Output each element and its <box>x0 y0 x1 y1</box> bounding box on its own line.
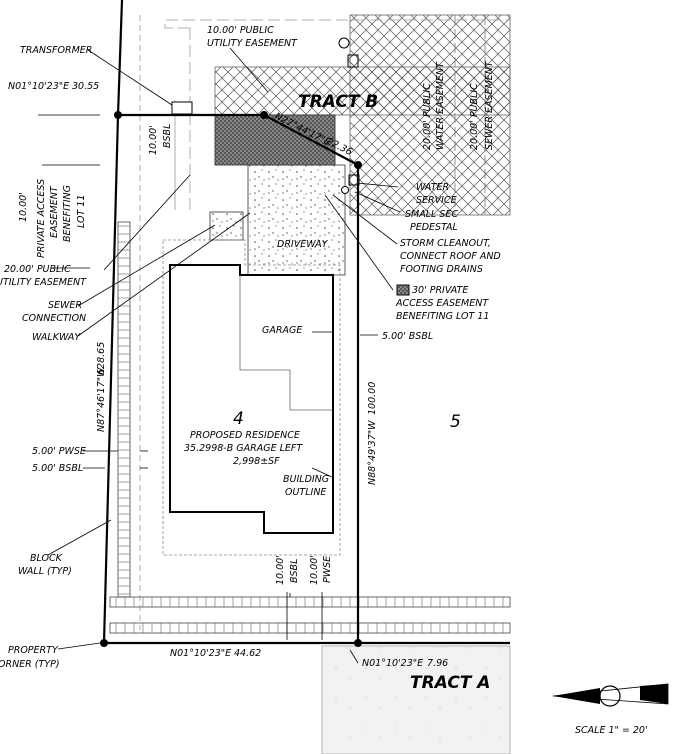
tract-b-label: TRACT B <box>298 92 378 112</box>
sewer-easement-1: 20.00' PUBLIC <box>469 83 480 150</box>
tract-b-area <box>214 14 511 216</box>
easement-10-label-2: UTILITY EASEMENT <box>207 38 298 49</box>
block-wall-1: BLOCK <box>30 553 63 564</box>
block-wall <box>109 221 511 634</box>
utility-symbols <box>100 37 410 647</box>
private-access-4: BENEFITING <box>62 185 73 242</box>
bearing-left: N87°46'17"W <box>96 367 107 432</box>
private-access-3: EASEMENT <box>49 185 60 238</box>
bottom-pwse: PWSE <box>322 556 333 583</box>
bearing-top-left: N01°10'23"E <box>8 81 69 92</box>
easement-10-label-1: 10.00' PUBLIC <box>207 25 274 36</box>
property-corner-1: PROPERTY <box>8 645 59 656</box>
building-outline <box>162 239 341 556</box>
property-lines <box>102 0 510 645</box>
bsbl-top: BSBL <box>162 124 173 148</box>
dist-top-left: 30.55 <box>72 81 99 92</box>
water-service-1: WATER <box>416 182 449 193</box>
dist-left: 628.65 <box>96 342 107 375</box>
sewer-connection-2: CONNECTION <box>22 313 86 324</box>
small-sec-2: PEDESTAL <box>410 222 458 233</box>
scale-label: SCALE 1" = 20' <box>575 725 648 736</box>
block-wall-ticks <box>115 225 504 633</box>
public-util-20-2: UTILITY EASEMENT <box>0 277 87 288</box>
private-access-2: PRIVATE ACCESS <box>36 179 47 258</box>
pwse-5-label: 5.00' PWSE <box>32 446 86 457</box>
bsbl-10-top: 10.00' <box>148 125 159 155</box>
labels: TRANSFORMER 10.00' PUBLIC UTILITY EASEME… <box>0 25 648 736</box>
transformer-label: TRANSFORMER <box>20 45 92 56</box>
access30-3: BENEFITING LOT 11 <box>396 311 489 322</box>
tract-a-area <box>321 645 511 754</box>
storm-1: STORM CLEANOUT, <box>400 238 491 249</box>
bsbl-5-right: 5.00' BSBL <box>382 331 433 342</box>
property-corner-2: ORNER (TYP) <box>0 659 60 670</box>
leader-lines <box>47 47 401 664</box>
sewer-connection-1: SEWER <box>48 300 82 311</box>
public-util-20-1: 20.00' PUBLIC <box>4 264 71 275</box>
dist-bottom: 44.62 <box>234 648 261 659</box>
residence-1: PROPOSED RESIDENCE <box>190 430 300 441</box>
small-sec-1: SMALL SEC <box>405 209 458 220</box>
bottom-bsbl: BSBL <box>289 559 300 583</box>
bsbl-5-left: 5.00' BSBL <box>32 463 83 474</box>
private-access-5: LOT 11 <box>76 195 87 228</box>
lot-5-label: 5 <box>450 412 461 432</box>
tract-a-label: TRACT A <box>410 673 490 693</box>
bottom-pwse-10: 10.00' <box>309 555 320 585</box>
water-easement-1: 20.00' PUBLIC <box>422 83 433 150</box>
bearing-bottom-right: N01°10'23"E <box>362 658 423 669</box>
building-outline-2: OUTLINE <box>285 487 326 498</box>
bearing-bottom: N01°10'23"E <box>170 648 231 659</box>
dimension-lines <box>38 114 323 640</box>
bottom-bsbl-10: 10.00' <box>275 555 286 585</box>
residence-2: 35.2998-B GARAGE LEFT <box>184 443 303 454</box>
water-service-2: SERVICE <box>416 195 457 206</box>
north-arrow-icon <box>552 683 669 707</box>
dist-bottom-right: 7.96 <box>427 658 448 669</box>
walkway-label: WALKWAY <box>32 332 81 343</box>
residence-3: 2,998±SF <box>233 456 280 467</box>
driveway <box>209 164 346 276</box>
private-access-1: 10.00' <box>18 192 29 222</box>
access30-1: 30' PRIVATE <box>412 285 468 296</box>
dist-right: 100.00 <box>367 382 378 415</box>
building-outline-1: BUILDING <box>283 474 329 485</box>
sewer-easement-2: SEWER EASEMENT <box>484 60 495 150</box>
driveway-label: DRIVEWAY <box>277 239 329 250</box>
water-easement-2: WATER EASEMENT <box>435 61 446 150</box>
access30-2: ACCESS EASEMENT <box>395 298 489 309</box>
bearing-right: N88°49'37"W <box>367 420 378 485</box>
storm-2: CONNECT ROOF AND <box>400 251 501 262</box>
lot-4-label: 4 <box>233 409 244 429</box>
garage-label: GARAGE <box>262 325 302 336</box>
block-wall-2: WALL (TYP) <box>18 566 72 577</box>
storm-3: FOOTING DRAINS <box>400 264 483 275</box>
